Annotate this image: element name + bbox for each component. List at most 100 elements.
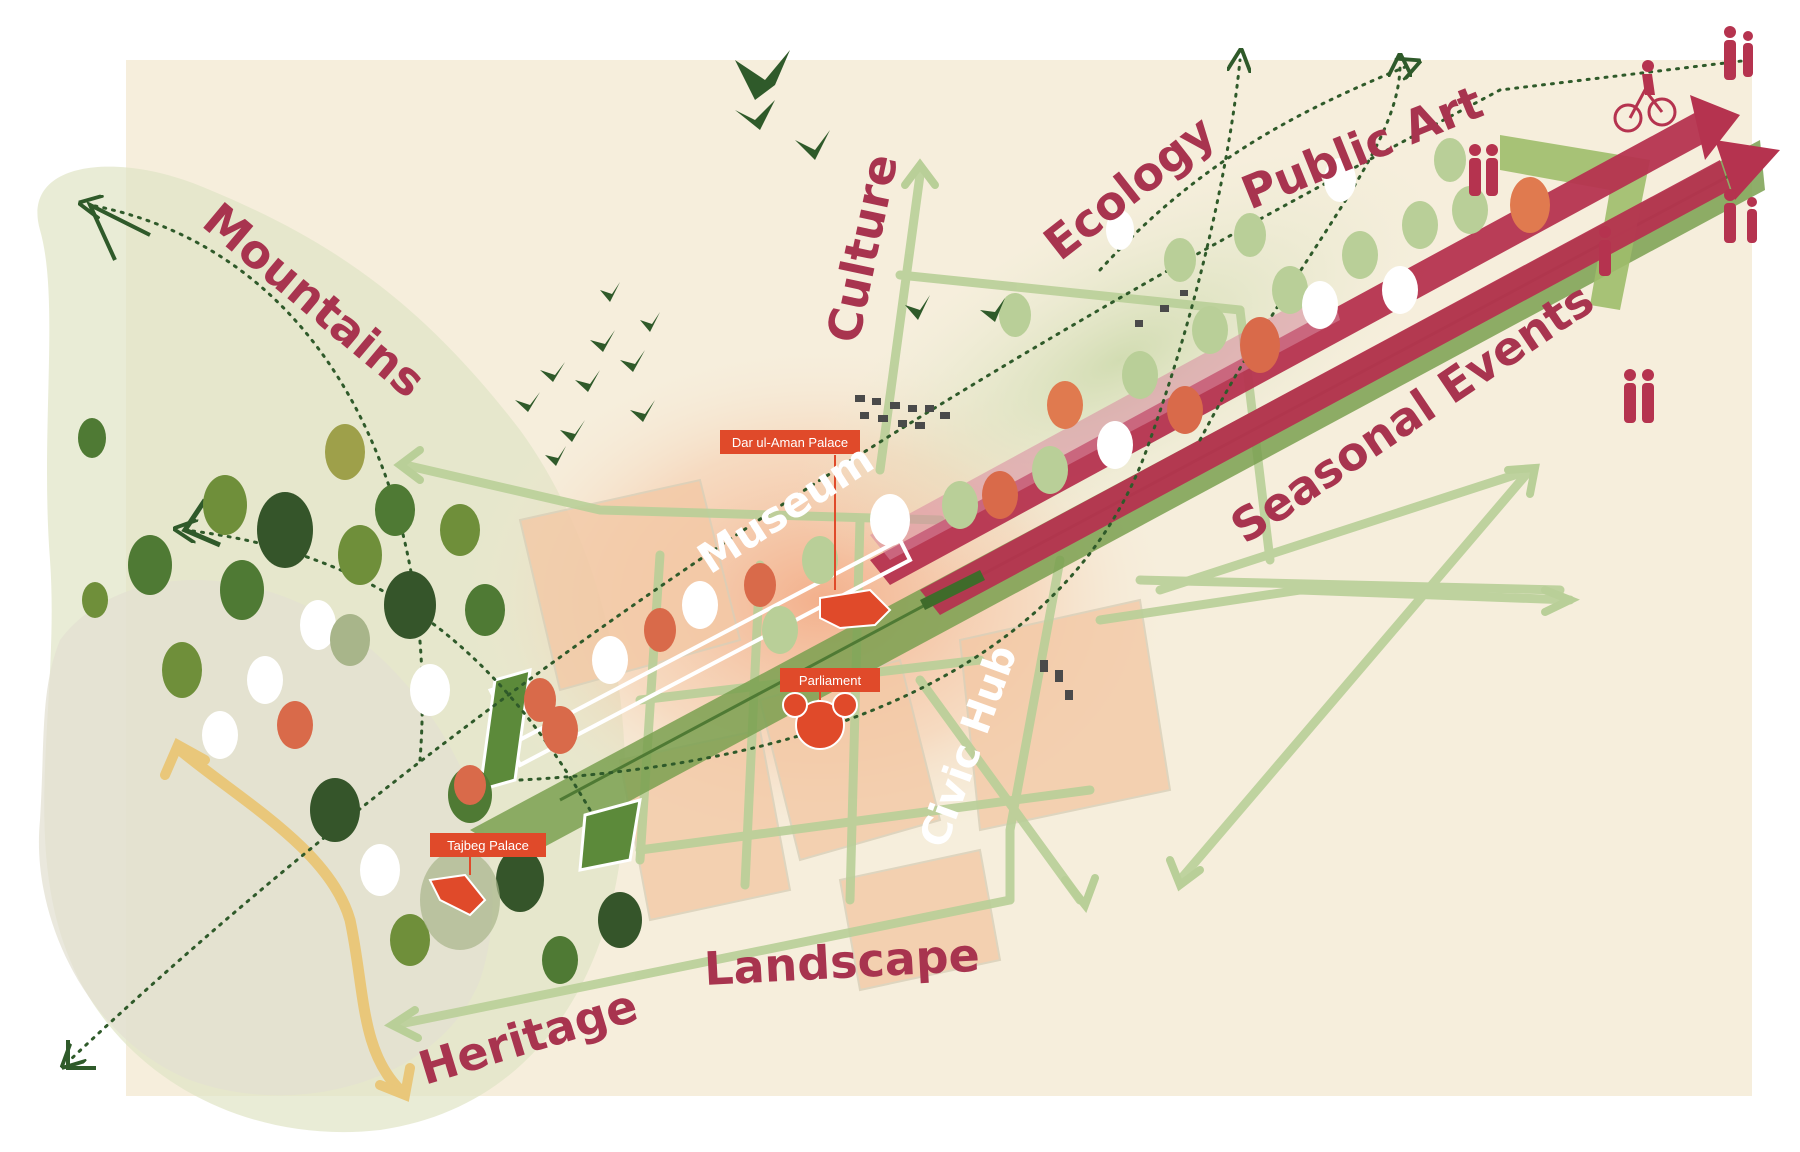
dar-ul-aman-label: Dar ul-Aman Palace [732,435,848,450]
west-arrow [181,498,221,548]
pedestrian-icon [1747,197,1757,243]
tree-icon [360,844,400,896]
tree-icon [247,656,283,704]
tree-icon [277,701,313,749]
tree-icon [592,636,628,684]
ecology-glow [794,145,1446,575]
tree-icon [524,678,556,722]
tree-icon [128,535,172,595]
tree-icon [384,571,436,639]
parliament-landmark: Parliament [780,668,880,750]
tree-icon [598,892,642,948]
tajbeg-landmark: Tajbeg Palace [420,833,546,950]
bird-icon [980,298,1005,322]
tree-icon [410,664,450,716]
tree-icon [1234,213,1266,257]
tree-icon [310,778,360,842]
tree-icon [390,914,430,966]
heritage-path-arrow-top [160,737,210,780]
tree-icon [82,582,108,618]
tree-icon [220,560,264,620]
tree-icon [942,481,978,529]
tree-icon [1342,231,1378,279]
southwest-arrow [66,1040,96,1070]
tree-icon [300,600,336,650]
tajbeg-label: Tajbeg Palace [447,838,529,853]
tree-icon [325,424,365,480]
tree-icon [1192,306,1228,354]
bird-icon [735,50,790,100]
bird-icon [545,446,566,466]
tree-icon [644,608,676,652]
bird-icon [590,330,615,352]
tree-icon [1510,177,1550,233]
pedestrian-icon [1642,369,1654,423]
heritage-zone [38,580,493,1096]
parliament-label: Parliament [799,673,862,688]
bird-icon [575,370,600,392]
tree-icon [744,563,776,607]
tree-icon [1452,186,1488,234]
tree-icon [982,471,1018,519]
tree-icon [1047,381,1083,429]
bird-icon [640,312,660,332]
bird-icon [560,420,585,442]
pedestrian-icon [1624,369,1636,423]
tree-icon [1097,421,1133,469]
bird-icon [630,400,655,422]
tree-icon [870,494,910,546]
tree-icon [1122,351,1158,399]
red-ribbon-lower-arrow [1715,140,1780,200]
tree-icon [1324,158,1356,202]
heritage-path-arrow-bottom [375,1063,415,1102]
tree-icon [440,504,480,556]
tree-icon [1302,281,1338,329]
bird-icon [600,282,620,302]
tree-icon [762,606,798,654]
tree-icon [338,525,382,585]
tree-icon [1106,210,1134,250]
museum-garden [920,570,985,610]
tree-icon [1167,386,1203,434]
heritage-path [174,744,406,1096]
pedestrian-icon [1743,31,1753,77]
mountains-arrow [85,200,151,261]
tree-icon [682,581,718,629]
bird-icon [540,362,565,382]
bird-icon [735,100,775,130]
tree-icon [1272,266,1308,314]
red-ribbon-upper [870,110,1710,585]
tree-icon [162,642,202,698]
tree-icon [78,418,106,458]
tree-icon [465,584,505,636]
street-arrowheads [383,158,1580,1042]
pedestrian-icon [1599,226,1611,276]
bird-icon [905,295,930,320]
pedestrian-icon [1724,26,1736,80]
tree-icon [454,765,486,805]
tree-icon [542,936,578,984]
green-block-west [478,667,532,793]
tree-icon [999,293,1031,337]
tree-icon [202,711,238,759]
pedestrian-icon [1486,144,1498,196]
tree-group-west [78,418,642,984]
tree-icon [257,492,313,568]
bird-icon [795,130,830,160]
bird-icon [620,350,645,372]
dar-ul-aman-landmark: Dar ul-Aman Palace [720,430,892,630]
pedestrian-icon [1724,189,1736,243]
tree-icon [542,706,578,754]
tree-icon [1434,138,1466,182]
cyclist-icon [1613,60,1677,133]
tree-icon [1164,238,1196,282]
people-group [1469,26,1757,423]
tree-group-axis [524,138,1550,722]
dotted-trajectories [70,60,1752,1060]
building-cluster [855,290,1188,700]
tree-icon [496,848,544,912]
tree-icon [1032,446,1068,494]
tree-icon [330,614,370,666]
green-block-south [578,797,642,872]
